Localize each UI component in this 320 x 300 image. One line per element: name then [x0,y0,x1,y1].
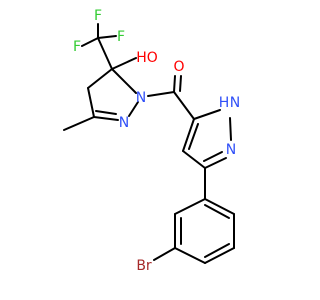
bond-ph-c1-c2 [174,198,206,215]
bond-ph-c4-c5-double-b [204,243,230,258]
pyrazoline-n1-label: N [136,90,146,106]
bond-c3-n2-double-b [95,110,117,115]
hydroxyl-label: HO [136,50,158,66]
fluorine-right-label: F [117,29,125,45]
bond-n2-n1 [128,101,139,117]
bond-pz-c3-c4 [182,150,206,169]
bond-pz-c4-c5-double-b [188,123,199,150]
atom-labels: F F F HO O N N H N N Br [73,8,240,274]
bond-ph-c3-c4 [174,247,206,264]
bond-cf3-f-right [97,35,117,39]
bond-pz-c5-nh [193,109,221,120]
bond-ph-c6-c1-double-b [204,204,230,219]
bond-c4-c3 [87,87,95,118]
pyrazole-n2-label: N [226,142,236,158]
bonds [63,23,235,264]
pyrazole-n1-label: N [230,95,240,111]
bond-carbonyl-c-pyrazole-c5 [173,91,195,120]
bond-c5-c4 [87,68,113,89]
bond-pz-n-c3-double-b [203,151,223,162]
pyrazole-nh-h-label: H [219,95,230,111]
bond-c5-oh [111,57,137,70]
molecule-structure-diagram: F F F HO O N N H N N Br [63,8,240,274]
bond-pz-n-c3-double-a [204,157,227,169]
bond-c5-cf3 [97,37,113,70]
pyrazoline-n2-label: N [119,115,129,131]
bond-n1-c5 [111,68,137,94]
bond-pz-c4-c5-double-a [182,118,195,152]
bond-carbonyl-double-b [179,75,182,92]
bond-ph-c6-c1-double-a [204,198,235,215]
bond-ph-c4-c5-double-a [204,247,235,264]
bond-n1-carbonyl-c [147,91,175,97]
bromine-label: Br [136,258,152,274]
bond-c3-methyl [63,116,95,131]
bond-phenyl-br [153,247,176,261]
bond-c3-n2-double-a [93,116,119,121]
bond-cf3-f-left [81,37,99,47]
fluorine-top-label: F [94,8,102,24]
bond-pz-nh-n [229,117,232,141]
carbonyl-oxygen-label: O [173,59,184,75]
bond-carbonyl-double-a [173,75,176,93]
fluorine-left-label: F [73,39,81,55]
